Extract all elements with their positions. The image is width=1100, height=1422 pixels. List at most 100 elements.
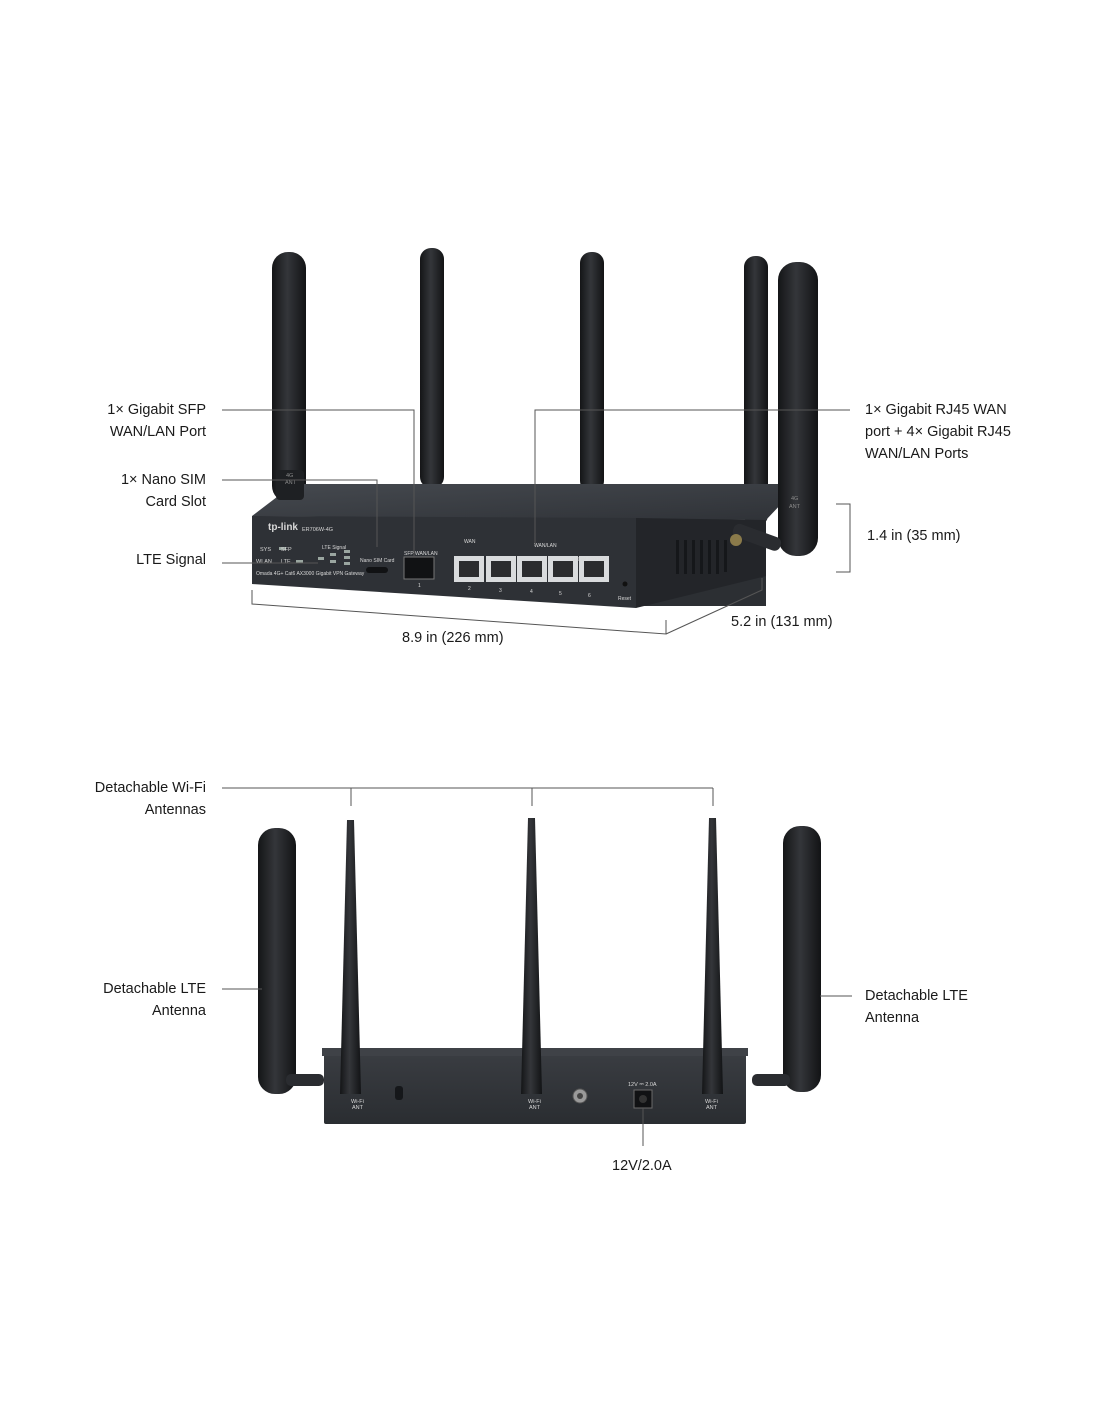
dimension-width: 8.9 in (226 mm) xyxy=(402,627,504,649)
callout-wifi-line-1: Detachable Wi-Fi xyxy=(94,780,206,796)
rear-lte-hinge-left xyxy=(286,1074,324,1086)
top-lte-antenna-left-base xyxy=(276,470,304,500)
ant-right-line-2: ANT xyxy=(789,504,801,510)
product-line-label: Omada 4G+ Cat6 AX3000 Gigabit VPN Gatewa… xyxy=(256,571,365,577)
callout-power-text: 12V/2.0A xyxy=(612,1158,672,1174)
wifi-ant-label-1-line-2: ANT xyxy=(352,1105,364,1111)
callout-rj45-line-1: 1× Gigabit RJ45 WAN xyxy=(865,402,1007,418)
sfp-device-label: SFP WAN/LAN xyxy=(404,551,438,557)
rear-lte-antenna-left xyxy=(258,828,296,1094)
callout-sfp: 1× Gigabit SFP WAN/LAN Port xyxy=(107,399,206,443)
model-label: ER706W-4G xyxy=(302,527,333,533)
port-number-3: 3 xyxy=(499,588,502,594)
wifi-ant-label-3-line-1: Wi-Fi xyxy=(705,1099,718,1105)
wifi-ant-label-3-line-2: ANT xyxy=(706,1105,718,1111)
callout-sim-line-2: Card Slot xyxy=(145,494,206,510)
rear-silkscreen: Wi-Fi ANT Wi-Fi ANT Wi-Fi ANT 12V ⎓ 2.0A xyxy=(351,1082,718,1111)
lte-connector xyxy=(730,534,742,546)
callout-rj45: 1× Gigabit RJ45 WAN port + 4× Gigabit RJ… xyxy=(865,399,1011,465)
top-antenna-2 xyxy=(420,248,444,488)
callout-lte-left-line-2: Antenna xyxy=(151,1003,206,1019)
rear-lte-antenna-right xyxy=(783,826,821,1092)
speed-legend: 1000M 100/10M xyxy=(571,557,607,563)
dimension-depth: 5.2 in (131 mm) xyxy=(731,611,833,633)
dim-height xyxy=(836,503,851,573)
rj45-ports xyxy=(454,556,609,582)
callout-lte-right-line-1: Detachable LTE xyxy=(865,988,968,1004)
callout-sim: 1× Nano SIM Card Slot xyxy=(121,469,206,513)
ground-screw-center xyxy=(577,1093,583,1099)
top-router xyxy=(252,248,818,608)
callout-sfp-line-2: WAN/LAN Port xyxy=(109,424,206,440)
port-number-6: 6 xyxy=(588,593,591,599)
dimension-width-text: 8.9 in (226 mm) xyxy=(402,630,504,646)
dc-jack-pin xyxy=(639,1095,647,1103)
callout-power: 12V/2.0A xyxy=(612,1155,672,1177)
wifi-ant-label-1-line-1: Wi-Fi xyxy=(351,1099,364,1105)
rear-leader-lines xyxy=(222,787,852,1146)
leader-sfp xyxy=(222,409,415,557)
dim-width xyxy=(251,590,667,635)
callout-sfp-line-1: 1× Gigabit SFP xyxy=(107,402,206,418)
power-rating-label: 12V ⎓ 2.0A xyxy=(628,1082,657,1088)
callout-lte-signal-text: LTE Signal xyxy=(136,552,206,568)
top-silkscreen: tp-link ER706W-4G SYS SFP WLAN LTE LTE S… xyxy=(256,473,801,602)
leader-sim xyxy=(222,479,378,547)
led-sfp-label: SFP xyxy=(281,547,292,553)
sim-slot xyxy=(366,567,388,573)
reset-hole xyxy=(622,581,628,587)
lte-signal-device-label: LTE Signal xyxy=(322,545,346,551)
wan-device-label: WAN xyxy=(464,539,476,545)
brand-logo: tp-link xyxy=(268,522,298,533)
led-wlan-label: WLAN xyxy=(256,559,272,565)
rear-wifi-antenna-3 xyxy=(702,818,723,1094)
leader-rj45 xyxy=(534,409,850,545)
callout-lte-signal: LTE Signal xyxy=(136,549,206,571)
wanlan-device-label: WAN/LAN xyxy=(534,543,557,549)
ant-left-line-1: 4G xyxy=(286,473,293,479)
rear-lte-hinge-right xyxy=(752,1074,790,1086)
callout-sim-line-1: 1× Nano SIM xyxy=(120,472,206,488)
callout-lte-right: Detachable LTE Antenna xyxy=(865,985,968,1029)
port-number-5: 5 xyxy=(559,591,562,597)
callout-rj45-line-3: WAN/LAN Ports xyxy=(865,446,969,462)
sfp-port-number: 1 xyxy=(418,583,421,589)
callout-lte-right-line-2: Antenna xyxy=(865,1010,920,1026)
dimension-height-text: 1.4 in (35 mm) xyxy=(867,528,961,544)
callout-lte-left-line-1: Detachable LTE xyxy=(103,981,206,997)
top-chassis-front-fill xyxy=(252,516,636,608)
wifi-ant-label-2-line-2: ANT xyxy=(529,1105,541,1111)
led-lte-label: LTE xyxy=(281,559,291,565)
dimension-height: 1.4 in (35 mm) xyxy=(867,525,960,547)
sim-slot-device-label: Nano SIM Card xyxy=(360,558,395,564)
top-chassis-top xyxy=(252,484,800,520)
led-sys-label: SYS xyxy=(260,547,271,553)
callout-wifi-line-2: Antennas xyxy=(144,802,206,818)
top-antenna-4 xyxy=(744,256,768,526)
sfp-port xyxy=(403,556,435,580)
ant-right-line-1: 4G xyxy=(791,496,798,502)
top-antenna-1 xyxy=(272,252,306,502)
led-indicators xyxy=(279,547,350,565)
kensington-lock xyxy=(395,1086,403,1100)
callout-wifi-antennas: Detachable Wi-Fi Antennas xyxy=(95,777,206,821)
port-number-2: 2 xyxy=(468,586,471,592)
rear-router xyxy=(258,818,821,1124)
rear-wifi-antenna-1 xyxy=(340,820,361,1094)
top-lte-antenna-hinge xyxy=(732,523,782,551)
wifi-ant-label-2-line-1: Wi-Fi xyxy=(528,1099,541,1105)
side-vents xyxy=(676,540,727,574)
callout-rj45-line-2: port + 4× Gigabit RJ45 xyxy=(865,424,1011,440)
port-number-4: 4 xyxy=(530,589,533,595)
dimension-depth-text: 5.2 in (131 mm) xyxy=(731,614,833,630)
top-leader-lines xyxy=(222,409,851,635)
top-antenna-3 xyxy=(580,252,604,492)
top-lte-antenna-right xyxy=(778,262,818,556)
ant-left-line-2: ANT xyxy=(285,480,297,486)
callout-lte-left: Detachable LTE Antenna xyxy=(103,978,206,1022)
reset-label: Reset xyxy=(618,596,632,602)
rear-wifi-antenna-2 xyxy=(521,818,542,1094)
dim-depth xyxy=(665,578,763,635)
